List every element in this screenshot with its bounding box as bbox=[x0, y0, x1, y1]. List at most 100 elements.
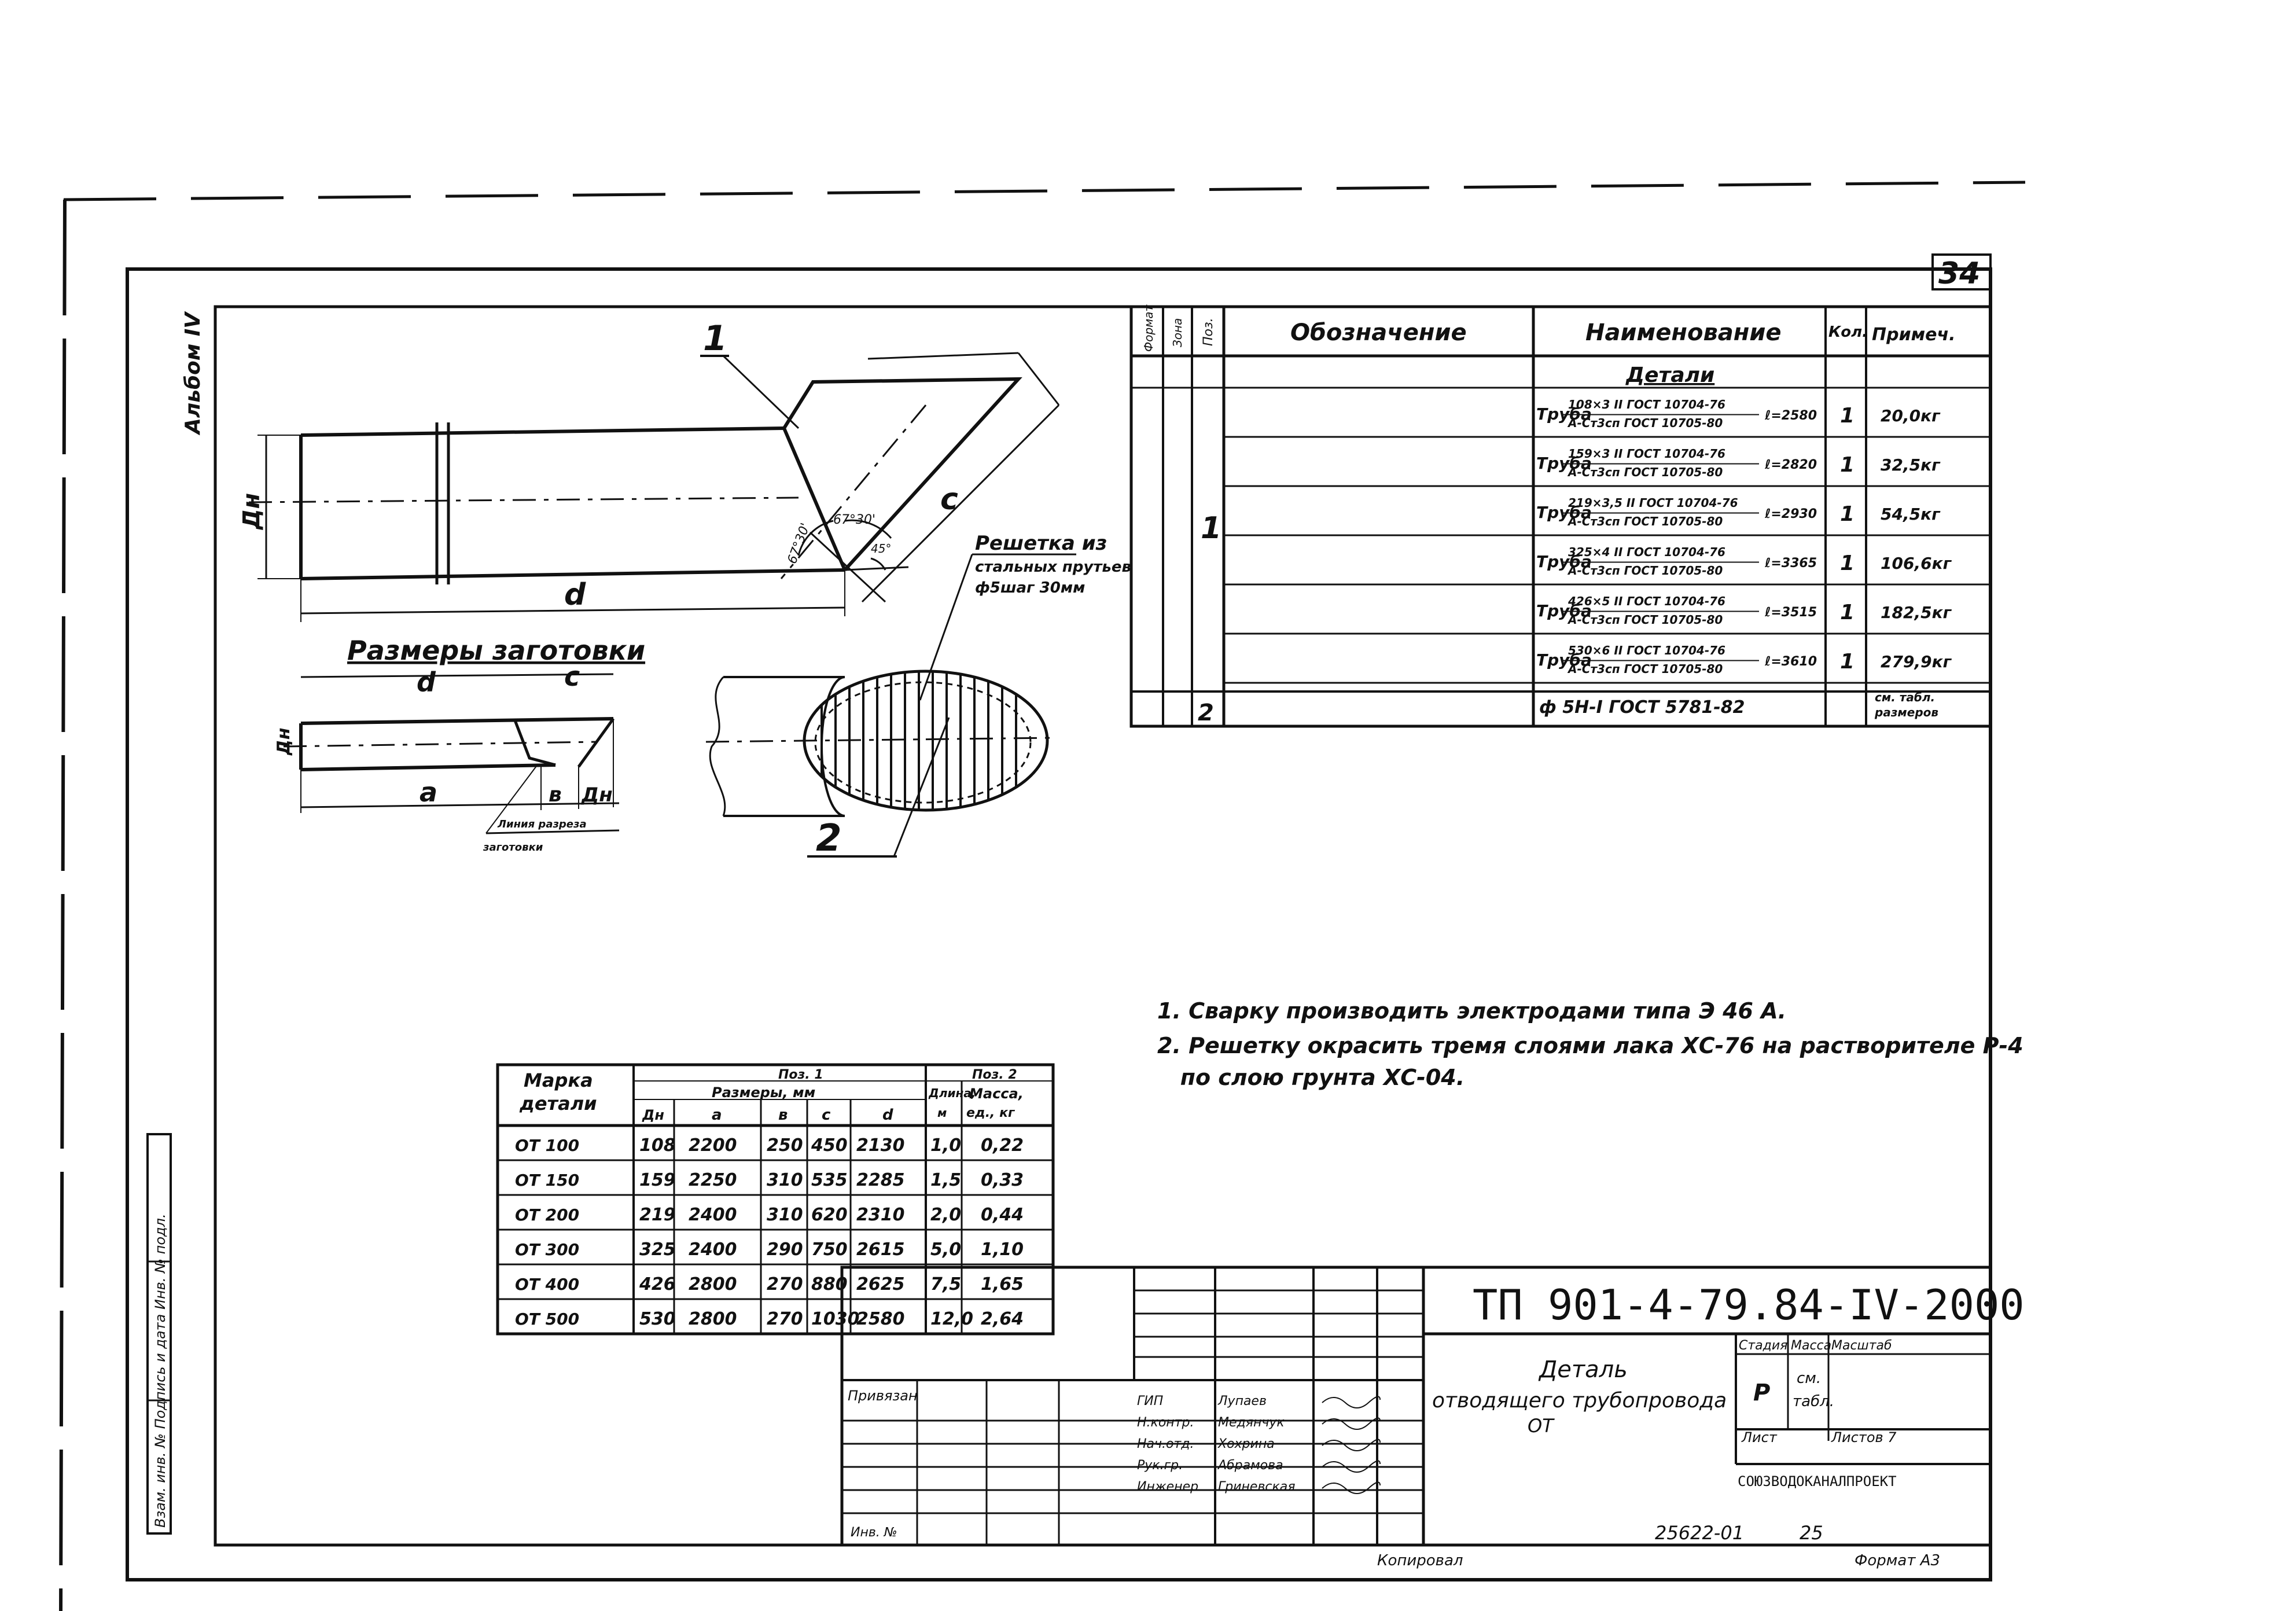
dims-cell: 750 bbox=[811, 1239, 848, 1260]
spec-row-l2: А-Ст3сп ГОСТ 10705-80 bbox=[1567, 465, 1723, 479]
dims-cell: 290 bbox=[767, 1239, 803, 1260]
blank-title: Размеры заготовки bbox=[347, 635, 645, 666]
sheet-code: ТП 901-4-79.84-IV-2000 bbox=[1473, 1281, 2025, 1329]
label-dn-side: Дн bbox=[238, 493, 265, 531]
stamp-role: Инженер bbox=[1137, 1480, 1198, 1494]
organization: СОЮЗВОДОКАНАЛПРОЕКТ bbox=[1738, 1473, 1897, 1489]
label-c-blank: c bbox=[564, 661, 580, 692]
page-number: 34 bbox=[1938, 256, 1980, 291]
inv-note: Инв. № bbox=[851, 1525, 897, 1540]
spec-h-note: Примеч. bbox=[1872, 325, 1955, 345]
spec-h-name: Наименование bbox=[1585, 319, 1782, 346]
signature bbox=[1322, 1481, 1381, 1494]
spec-row-qty: 1 bbox=[1840, 551, 1855, 575]
spec-row-qty: 1 bbox=[1840, 650, 1855, 674]
stamp-person: Лупаев bbox=[1217, 1394, 1267, 1408]
spec-row-note: 32,5кг bbox=[1881, 455, 1941, 475]
dims-cell: 2310 bbox=[856, 1205, 905, 1225]
dims-cell: 325 bbox=[639, 1239, 676, 1260]
stamp-role: Н.контр. bbox=[1137, 1415, 1194, 1430]
dims-h-mark-1: Марка bbox=[524, 1069, 593, 1091]
dims-cell: 2285 bbox=[856, 1170, 905, 1190]
spec-h-pos: Поз. bbox=[1201, 318, 1216, 346]
title-line-1: Деталь bbox=[1538, 1356, 1628, 1383]
spec-h-format: Формат bbox=[1142, 304, 1156, 352]
side-strip bbox=[146, 1133, 172, 1535]
scale-label: Масштаб bbox=[1831, 1338, 1892, 1353]
dims-cell: 1,5 bbox=[930, 1170, 961, 1190]
outer-border-top bbox=[63, 181, 2026, 201]
dims-h-mass-2: ед., кг bbox=[966, 1106, 1015, 1120]
stamp-person: Гриневская bbox=[1218, 1480, 1296, 1494]
spec-last-note2: размеров bbox=[1874, 705, 1938, 719]
dims-col-a: a bbox=[712, 1106, 722, 1124]
dims-cell: 0,44 bbox=[981, 1205, 1024, 1225]
signature bbox=[1322, 1439, 1381, 1451]
spec-section: Детали bbox=[1625, 363, 1714, 387]
outer-border-left bbox=[59, 199, 67, 1611]
svg-text:стальных прутьев: стальных прутьев bbox=[975, 558, 1131, 576]
dims-h-mass-1: Масса, bbox=[969, 1086, 1024, 1102]
dims-h-pos2: Поз. 2 bbox=[972, 1068, 1017, 1082]
dims-cell: 12,0 bbox=[930, 1309, 973, 1329]
spec-row-len: ℓ=2580 bbox=[1764, 409, 1817, 423]
dims-cell: 620 bbox=[811, 1205, 848, 1225]
dims-cell: 159 bbox=[639, 1170, 676, 1190]
spec-row-l2: А-Ст3сп ГОСТ 10705-80 bbox=[1567, 662, 1723, 676]
dims-cell: 250 bbox=[767, 1135, 803, 1156]
mass-value-1: см. bbox=[1797, 1370, 1821, 1387]
spec-row-l2: А-Ст3сп ГОСТ 10705-80 bbox=[1567, 613, 1723, 627]
dims-h-len-1: Длина, bbox=[928, 1086, 976, 1100]
footer-mid: 25 bbox=[1800, 1522, 1823, 1544]
spec-row-l1: 426×5 II ГОСТ 10704-76 bbox=[1568, 594, 1725, 608]
spec-row-l1: 530×6 II ГОСТ 10704-76 bbox=[1568, 643, 1725, 657]
spec-row-qty: 1 bbox=[1840, 453, 1855, 477]
spec-h-zone: Зона bbox=[1171, 318, 1184, 347]
mass-label: Масса bbox=[1791, 1338, 1831, 1353]
dims-h-pos1: Поз. 1 bbox=[778, 1068, 823, 1082]
dims-cell: 310 bbox=[767, 1205, 803, 1225]
dims-cell: 2800 bbox=[689, 1274, 737, 1294]
footer-number: 25622-01 bbox=[1655, 1522, 1744, 1544]
dims-cell: 2615 bbox=[856, 1239, 905, 1260]
dims-cell: 0,22 bbox=[981, 1135, 1024, 1156]
spec-row-note: 20,0кг bbox=[1881, 406, 1941, 425]
spec-table bbox=[1129, 305, 1992, 728]
sheets-label: Листов 7 bbox=[1831, 1429, 1897, 1446]
spec-row-label: Труба bbox=[1536, 454, 1592, 473]
label-pos-2: 2 bbox=[816, 817, 842, 860]
dims-cell: 0,33 bbox=[981, 1170, 1024, 1190]
angle-label-1: 67°30' bbox=[785, 521, 813, 566]
spec-row-label: Труба bbox=[1536, 601, 1592, 620]
dims-cell: 2625 bbox=[856, 1274, 905, 1294]
label-a-blank: a bbox=[420, 777, 437, 808]
label-d-side: d bbox=[564, 578, 586, 612]
approved-label: Привязан bbox=[848, 1388, 918, 1404]
dims-cell: 1,10 bbox=[981, 1239, 1024, 1260]
svg-text:Решетка из: Решетка из bbox=[975, 532, 1107, 555]
spec-row-len: ℓ=2820 bbox=[1764, 458, 1817, 472]
dims-cell: 219 bbox=[639, 1205, 676, 1225]
note-1: 1. Сварку производить электродами типа Э… bbox=[1157, 998, 1786, 1024]
dims-cell: 450 bbox=[811, 1135, 848, 1156]
copy-note: Копировал bbox=[1377, 1552, 1463, 1569]
spec-row-l1: 219×3,5 II ГОСТ 10704-76 bbox=[1568, 496, 1738, 510]
dims-cell: ОТ 500 bbox=[515, 1310, 579, 1329]
spec-row-l2: А-Ст3сп ГОСТ 10705-80 bbox=[1567, 564, 1723, 578]
label-pos-1: 1 bbox=[703, 318, 727, 359]
dims-cell: 2,64 bbox=[981, 1309, 1024, 1329]
spec-row-l2: А-Ст3сп ГОСТ 10705-80 bbox=[1567, 416, 1723, 430]
signature bbox=[1322, 1417, 1381, 1430]
title-block bbox=[840, 1266, 1992, 1547]
page-number-box bbox=[1931, 253, 1992, 290]
svg-text:ф5шаг 30мм: ф5шаг 30мм bbox=[975, 579, 1085, 597]
dims-h-len-2: м bbox=[937, 1106, 947, 1120]
note-3: по слою грунта ХС-04. bbox=[1157, 1065, 1465, 1090]
spec-last-note1: см. табл. bbox=[1875, 690, 1935, 704]
dims-cell: ОТ 400 bbox=[515, 1275, 579, 1294]
pipe-side-view bbox=[248, 352, 1060, 622]
dims-cell: 7,5 bbox=[930, 1274, 961, 1294]
dims-cell: 2800 bbox=[689, 1309, 737, 1329]
dims-cell: ОТ 200 bbox=[515, 1205, 579, 1224]
spec-row-len: ℓ=2930 bbox=[1764, 507, 1817, 521]
